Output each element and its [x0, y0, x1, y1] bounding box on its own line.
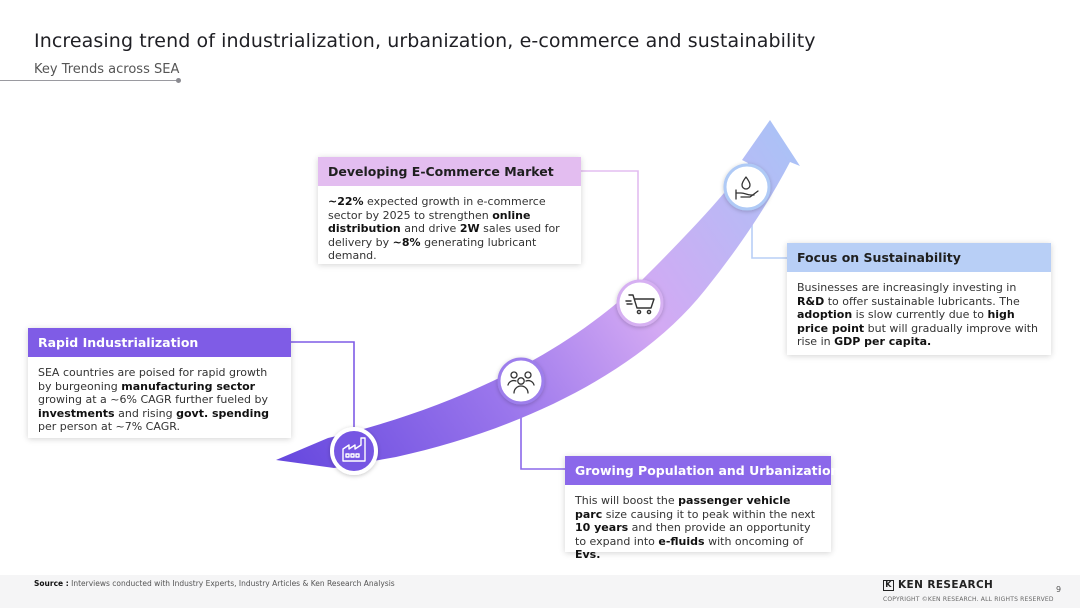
- ecommerce-connector: [581, 170, 639, 284]
- water-hand-icon: [735, 176, 759, 200]
- industrialization-card: Rapid Industrialization SEA countries ar…: [28, 328, 291, 438]
- hand-icon-circle: [723, 163, 771, 211]
- factory-icon: [342, 437, 366, 462]
- trend-arrow: [276, 120, 800, 468]
- ecommerce-card-title: Developing E-Commerce Market: [318, 157, 581, 186]
- logo-mark: K: [883, 579, 894, 591]
- cart-icon-circle: [616, 279, 664, 327]
- sustainability-card-title: Focus on Sustainability: [787, 243, 1051, 272]
- factory-icon-circle: [330, 427, 378, 475]
- subtitle-divider: [0, 80, 178, 81]
- page-number: 9: [1056, 585, 1062, 594]
- population-connector: [520, 410, 565, 470]
- ken-research-logo: K KEN RESEARCH: [883, 579, 993, 591]
- copyright-text: COPYRIGHT ©KEN RESEARCH. ALL RIGHTS RESE…: [883, 596, 1054, 603]
- industrialization-connector: [291, 341, 355, 430]
- sustainability-card: Focus on Sustainability Businesses are i…: [787, 243, 1051, 355]
- population-card-title: Growing Population and Urbanization: [565, 456, 839, 485]
- people-icon-circle: [497, 357, 545, 405]
- footer-bar: [0, 575, 1080, 608]
- industrialization-card-text: SEA countries are poised for rapid growt…: [38, 366, 270, 434]
- sustainability-card-text: Businesses are increasingly investing in…: [797, 281, 1039, 349]
- people-icon: [507, 371, 535, 394]
- population-card: Growing Population and Urbanization This…: [565, 456, 839, 561]
- subtitle-divider-dot: [176, 78, 181, 83]
- page-title: Increasing trend of industrialization, u…: [34, 30, 816, 52]
- shopping-cart-icon: [625, 294, 655, 315]
- ecommerce-card-text: ~22% expected growth in e-commerce secto…: [328, 195, 560, 263]
- ecommerce-card: Developing E-Commerce Market ~22% expect…: [318, 157, 581, 264]
- logo-text: KEN RESEARCH: [898, 579, 994, 591]
- source-note: Source : Interviews conducted with Indus…: [34, 579, 395, 588]
- industrialization-card-title: Rapid Industrialization: [28, 328, 291, 357]
- population-card-text: This will boost the passenger vehicle pa…: [575, 494, 816, 562]
- page-subtitle: Key Trends across SEA: [34, 62, 180, 77]
